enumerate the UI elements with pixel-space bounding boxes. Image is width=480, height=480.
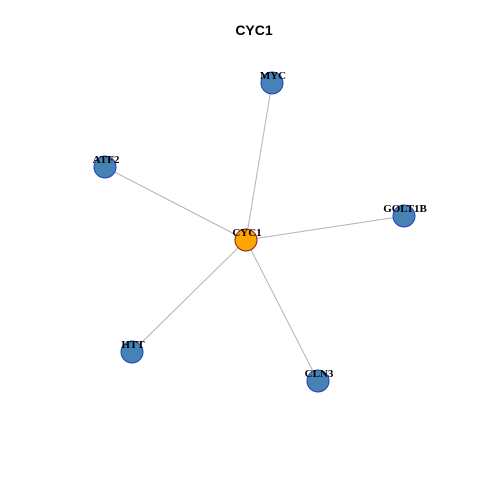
node-circle-atf2 — [93, 155, 117, 179]
node-label-golt1b: GOLT1B — [383, 203, 427, 215]
node-circle-htt — [120, 340, 144, 364]
node-circle-cyc1 — [234, 228, 258, 252]
node-cyc1: CYC1 — [232, 227, 262, 252]
node-circle-cln3 — [306, 369, 330, 393]
node-golt1b: GOLT1B — [383, 203, 427, 228]
graph-title: CYC1 — [235, 22, 273, 38]
node-circle-golt1b — [392, 204, 416, 228]
edge-cyc1-htt — [131, 239, 247, 353]
node-label-myc: MYC — [260, 70, 286, 82]
node-cln3: CLN3 — [305, 368, 334, 393]
node-myc: MYC — [260, 70, 286, 95]
node-circle-myc — [260, 71, 284, 95]
node-htt: HTT — [120, 339, 145, 364]
node-label-htt: HTT — [121, 339, 145, 351]
node-label-atf2: ATF2 — [93, 154, 120, 166]
edge-cyc1-cln3 — [245, 239, 319, 382]
edges-layer — [104, 82, 405, 382]
node-atf2: ATF2 — [93, 154, 120, 179]
edge-cyc1-golt1b — [245, 215, 405, 241]
node-label-cyc1: CYC1 — [232, 227, 261, 239]
node-label-cln3: CLN3 — [305, 368, 334, 380]
edge-cyc1-atf2 — [104, 166, 247, 241]
edge-cyc1-myc — [245, 82, 273, 241]
